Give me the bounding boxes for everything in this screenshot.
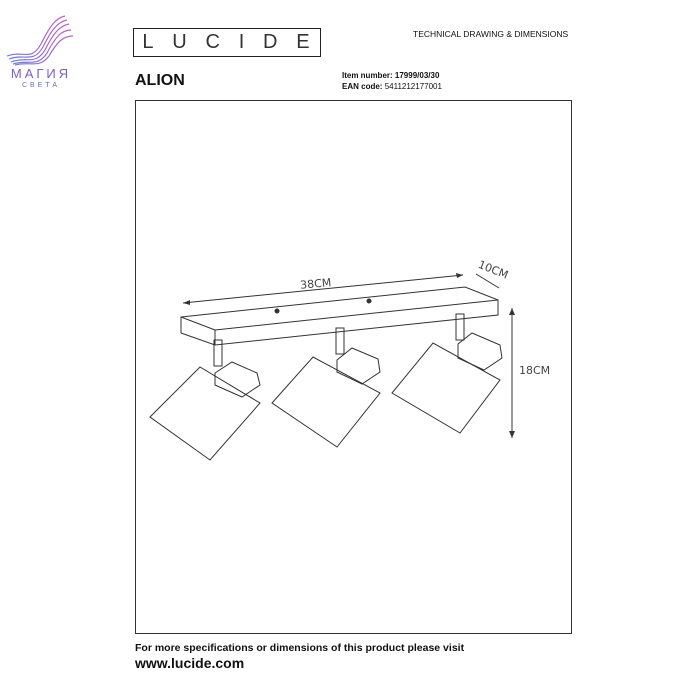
logo-letter: L xyxy=(142,31,156,53)
lucide-logo: L U C I D E xyxy=(133,28,321,57)
height-dimension: 18CM xyxy=(519,364,550,377)
document-title: TECHNICAL DRAWING & DIMENSIONS xyxy=(413,29,569,39)
brand-subtitle: СВЕТА xyxy=(21,82,61,89)
footer-note: For more specifications or dimensions of… xyxy=(135,642,465,654)
item-number: 17999/03/30 xyxy=(394,71,440,80)
website-link[interactable]: www.lucide.com xyxy=(135,655,245,671)
ean-label: EAN code: xyxy=(342,82,383,91)
spotlight-shade xyxy=(271,356,381,448)
logo-letter: I xyxy=(238,31,247,53)
drawing-frame xyxy=(135,100,572,634)
length-dimension: 38CM xyxy=(300,276,332,292)
logo-letter: U xyxy=(172,31,189,53)
item-number-label: Item number: xyxy=(342,71,393,80)
logo-letter: E xyxy=(296,31,312,53)
mounting-bar xyxy=(180,286,499,346)
brand-name: МАГИЯ xyxy=(10,66,72,81)
logo-letter: D xyxy=(263,31,280,53)
ean-code: 5411212177001 xyxy=(384,82,442,91)
product-meta: Item number: 17999/03/30 EAN code: 54112… xyxy=(342,70,442,92)
brand-logo-icon xyxy=(6,15,74,66)
product-name: ALION xyxy=(135,72,185,89)
spotlight-shade xyxy=(391,342,501,434)
logo-letter: C xyxy=(205,31,222,53)
spotlight-shade xyxy=(149,366,261,461)
width-dimension: 10CM xyxy=(476,258,510,282)
